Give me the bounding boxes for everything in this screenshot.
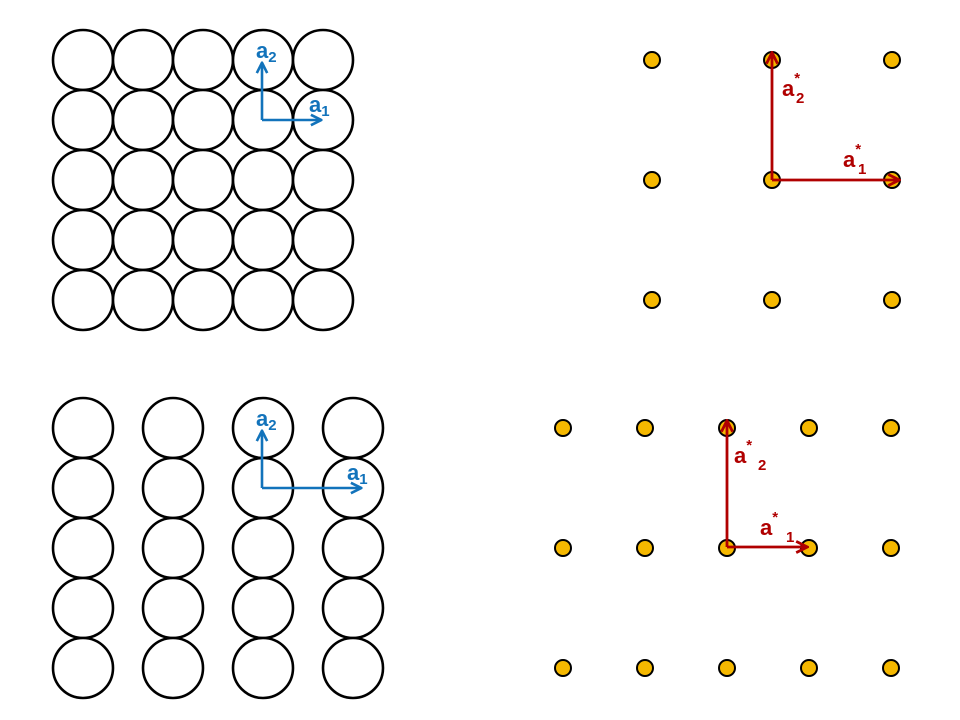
square-reciprocal-lattice-panel: a*2 a*1	[643, 51, 901, 309]
vector-a2-star-label: a* 2	[734, 437, 766, 474]
reciprocal-lattice-point	[636, 659, 654, 677]
vector-a1-star-index: 1	[858, 161, 866, 178]
atom	[111, 88, 175, 152]
atom	[171, 268, 235, 332]
vector-a1-star-letter: a	[760, 515, 773, 540]
reciprocal-lattice-point	[882, 659, 900, 677]
atom	[51, 148, 115, 212]
vector-a1-label: a1	[309, 92, 330, 120]
rect-reciprocal-lattice-vectors: a*2 a*1	[727, 422, 806, 547]
atom	[141, 396, 205, 460]
atom	[231, 148, 295, 212]
atom	[291, 268, 355, 332]
atom	[141, 456, 205, 520]
vector-a1-star-index: 1	[786, 529, 794, 546]
atom	[231, 208, 295, 272]
reciprocal-lattice-point	[883, 51, 901, 69]
vector-a2-star-letter: a	[782, 76, 795, 101]
atom	[111, 28, 175, 92]
atom	[51, 636, 115, 700]
rect-real-lattice-atoms	[51, 396, 385, 700]
reciprocal-lattice-point	[636, 539, 654, 557]
vector-a1-star-label: a* 1	[760, 509, 794, 546]
atom	[231, 516, 295, 580]
atom	[51, 208, 115, 272]
reciprocal-lattice-point	[643, 51, 661, 69]
vector-a2-star-index: 2	[796, 90, 804, 107]
atom	[51, 28, 115, 92]
reciprocal-lattice-point	[882, 419, 900, 437]
vector-a1-star-letter: a	[843, 147, 856, 172]
atom	[291, 208, 355, 272]
atom	[51, 268, 115, 332]
vector-a1-index: 1	[321, 103, 329, 120]
vector-a2-star-index: 2	[758, 457, 766, 474]
reciprocal-lattice-point	[800, 419, 818, 437]
reciprocal-lattice-point	[643, 291, 661, 309]
vector-a2-letter: a	[256, 38, 269, 63]
reciprocal-lattice-point	[643, 171, 661, 189]
vector-a2-star-mark: *	[746, 437, 752, 454]
vector-a2-index: 2	[268, 417, 276, 434]
atom	[231, 636, 295, 700]
vector-a2-label: a2	[256, 38, 277, 66]
vector-a1-label: a1	[347, 460, 368, 488]
vector-a1-letter: a	[347, 460, 360, 485]
square-real-lattice-panel: a2 a1	[51, 28, 355, 332]
atom	[51, 396, 115, 460]
atom	[171, 148, 235, 212]
atom	[51, 88, 115, 152]
atom	[321, 636, 385, 700]
atom	[141, 516, 205, 580]
reciprocal-lattice-point	[636, 419, 654, 437]
atom	[171, 88, 235, 152]
reciprocal-lattice-point	[882, 539, 900, 557]
atom	[141, 636, 205, 700]
atom	[51, 456, 115, 520]
atom	[231, 268, 295, 332]
vector-a1-star-label: a* 1	[843, 141, 866, 178]
square-real-lattice-vectors: a2 a1	[256, 38, 330, 120]
vector-a2-index: 2	[268, 49, 276, 66]
atom	[111, 208, 175, 272]
atom	[291, 148, 355, 212]
atom	[111, 148, 175, 212]
reciprocal-lattice-point	[800, 659, 818, 677]
vector-a2-star-mark: *	[794, 70, 800, 87]
reciprocal-lattice-point	[554, 419, 572, 437]
rect-real-lattice-panel: a2 a1	[51, 396, 385, 700]
reciprocal-lattice-point	[883, 291, 901, 309]
rect-reciprocal-lattice-panel: a*2 a*1	[554, 419, 900, 677]
atom	[321, 396, 385, 460]
reciprocal-lattice-point	[718, 659, 736, 677]
vector-a1-star-mark: *	[855, 141, 861, 158]
reciprocal-lattice-point	[554, 539, 572, 557]
atom	[231, 576, 295, 640]
reciprocal-lattice-point	[763, 291, 781, 309]
vector-a2-label: a2	[256, 406, 277, 434]
vector-a2-star-letter: a	[734, 443, 747, 468]
atom	[51, 516, 115, 580]
vector-a1-letter: a	[309, 92, 322, 117]
vector-a1-index: 1	[359, 471, 367, 488]
atom	[171, 28, 235, 92]
vector-a2-star-label: a* 2	[782, 70, 804, 107]
atom	[111, 268, 175, 332]
atom	[51, 576, 115, 640]
atom	[171, 208, 235, 272]
vector-a2-letter: a	[256, 406, 269, 431]
vector-a1-star-mark: *	[772, 509, 778, 526]
atom	[321, 576, 385, 640]
rect-real-lattice-vectors: a2 a1	[256, 406, 368, 488]
atom	[141, 576, 205, 640]
square-real-lattice-atoms	[51, 28, 355, 332]
atom	[291, 28, 355, 92]
reciprocal-lattice-point	[554, 659, 572, 677]
square-reciprocal-lattice-vectors: a*2 a*1	[772, 54, 898, 180]
atom	[321, 516, 385, 580]
